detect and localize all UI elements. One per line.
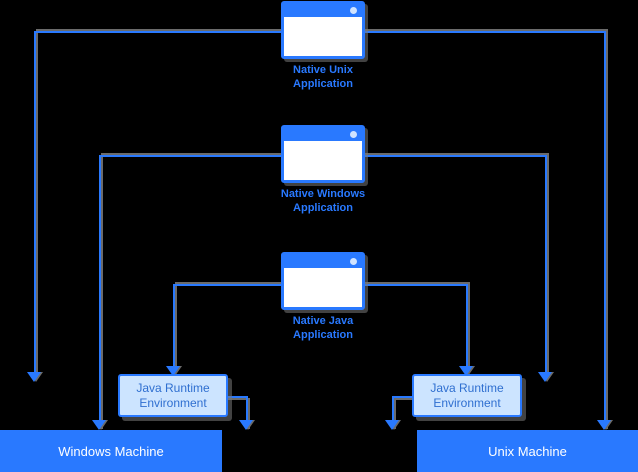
node-label-line2: Application	[293, 329, 353, 341]
edge-r1-right-v	[604, 31, 606, 429]
node-label-line1: Native Windows	[280, 188, 366, 200]
jre-right-label: Java Runtime Environment	[430, 381, 503, 411]
arrow-r1-right	[597, 420, 611, 430]
edge-shadow-r3-right-v	[468, 282, 470, 372]
unix-machine-bar[interactable]: Unix Machine	[417, 430, 638, 472]
jre-right-label-line2: Environment	[433, 395, 501, 410]
edge-r3-right-v	[466, 284, 468, 372]
node-label-line2: Application	[293, 202, 353, 214]
window-titlebar	[284, 128, 362, 141]
edge-jre-left-h	[224, 396, 248, 398]
arrow-r1-left	[27, 372, 41, 382]
unix-machine-label: Unix Machine	[488, 443, 567, 459]
edge-r1-right-h	[360, 31, 604, 33]
arrow-jre-left	[239, 420, 253, 430]
jre-left-label-line1: Java Runtime	[136, 380, 210, 395]
edge-shadow-r2-right-v	[547, 153, 549, 374]
node-native-windows-app[interactable]: Native Windows Application	[281, 125, 365, 214]
window-titlebar	[284, 4, 362, 17]
edge-r1-left-h	[34, 31, 282, 33]
edge-shadow-r1-left-h	[36, 29, 282, 31]
edge-shadow-jre-left-v	[248, 398, 250, 429]
arrow-r2-right	[538, 372, 552, 382]
window-icon	[281, 125, 365, 183]
edge-jre-left-v	[246, 396, 248, 429]
node-native-unix-app[interactable]: Native Unix Application	[281, 1, 365, 90]
edge-r2-right-v	[545, 155, 547, 374]
node-label-line1: Native Unix	[293, 64, 353, 76]
edge-shadow-r3-left-v	[175, 282, 177, 372]
window-titlebar	[284, 255, 362, 268]
edge-shadow-jre-right-h	[394, 398, 418, 400]
arrow-r3-right	[459, 366, 473, 376]
arrow-r3-left	[166, 366, 180, 376]
windows-machine-label: Windows Machine	[58, 443, 164, 459]
edge-r3-left-h	[173, 284, 282, 286]
node-label: Native Unix Application	[243, 63, 403, 91]
edge-shadow-r1-left-v	[36, 29, 38, 374]
jre-left-box[interactable]: Java Runtime Environment	[118, 374, 228, 417]
jre-left-label-line2: Environment	[139, 395, 207, 410]
jre-right-box[interactable]: Java Runtime Environment	[412, 374, 522, 417]
edge-r2-left-v	[99, 155, 101, 429]
edge-shadow-r2-right-h	[362, 153, 549, 155]
node-label: Native Java Application	[243, 314, 403, 342]
edge-shadow-r3-right-h	[362, 282, 470, 284]
edge-r2-left-h	[99, 155, 282, 157]
window-dot-icon	[350, 258, 357, 265]
node-label: Native Windows Application	[243, 187, 403, 215]
edge-r2-right-h	[360, 155, 545, 157]
edge-r1-left-v	[34, 31, 36, 374]
edge-shadow-jre-right-v	[394, 398, 396, 429]
node-native-java-app[interactable]: Native Java Application	[281, 252, 365, 341]
edge-r3-right-h	[360, 284, 466, 286]
edge-jre-right-v	[392, 396, 394, 429]
window-icon	[281, 252, 365, 310]
edge-shadow-jre-left-h	[226, 398, 250, 400]
edge-shadow-r1-right-h	[362, 29, 608, 31]
arrow-jre-right	[385, 420, 399, 430]
edge-r3-left-v	[173, 284, 175, 372]
jre-left-label: Java Runtime Environment	[136, 381, 209, 411]
windows-machine-bar[interactable]: Windows Machine	[0, 430, 222, 472]
jre-right-label-line1: Java Runtime	[430, 380, 504, 395]
edge-shadow-r2-left-h	[101, 153, 282, 155]
edge-shadow-r1-right-v	[606, 29, 608, 429]
edge-jre-right-h	[392, 396, 416, 398]
edge-shadow-r2-left-v	[101, 153, 103, 429]
window-icon	[281, 1, 365, 59]
node-label-line2: Application	[293, 78, 353, 90]
arrow-r2-left	[92, 420, 106, 430]
window-dot-icon	[350, 7, 357, 14]
edge-shadow-r3-left-h	[175, 282, 282, 284]
window-dot-icon	[350, 131, 357, 138]
node-label-line1: Native Java	[292, 315, 354, 327]
